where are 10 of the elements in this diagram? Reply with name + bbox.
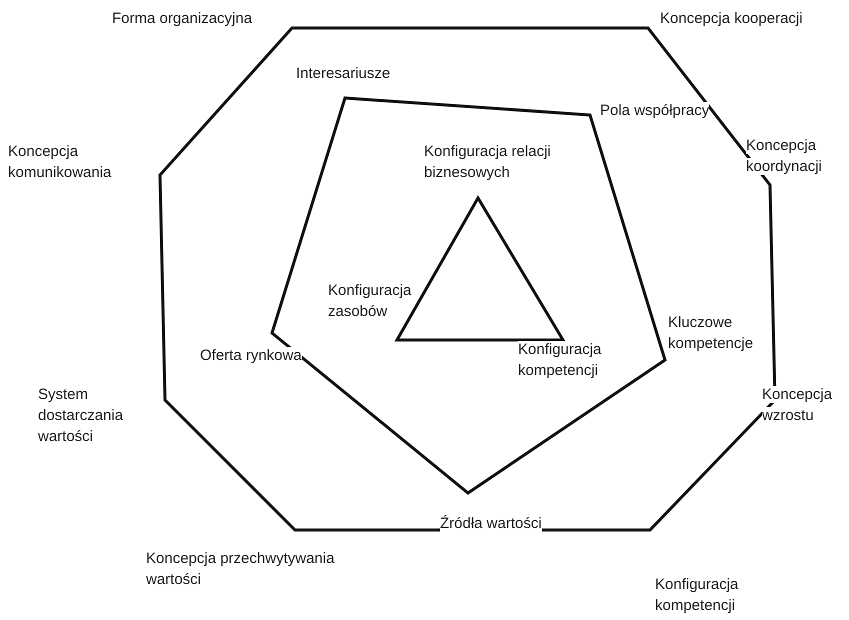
vertex-label: Oferta rynkowa bbox=[200, 346, 303, 366]
vertex-label: Forma organizacyjna bbox=[112, 9, 254, 29]
vertex-label: Koncepcja koordynacji bbox=[746, 136, 823, 177]
vertex-label: Konfiguracja relacji biznesowych bbox=[424, 142, 552, 183]
vertex-label: Koncepcja kooperacji bbox=[660, 9, 804, 29]
vertex-label: Źródła wartości bbox=[440, 514, 543, 534]
vertex-label: Konfiguracja kompetencji bbox=[655, 575, 740, 616]
vertex-label: Kluczowe kompetencje bbox=[668, 313, 754, 354]
vertex-label: Pola współpracy bbox=[600, 101, 710, 121]
vertex-label: Konfiguracja kompetencji bbox=[518, 340, 602, 381]
